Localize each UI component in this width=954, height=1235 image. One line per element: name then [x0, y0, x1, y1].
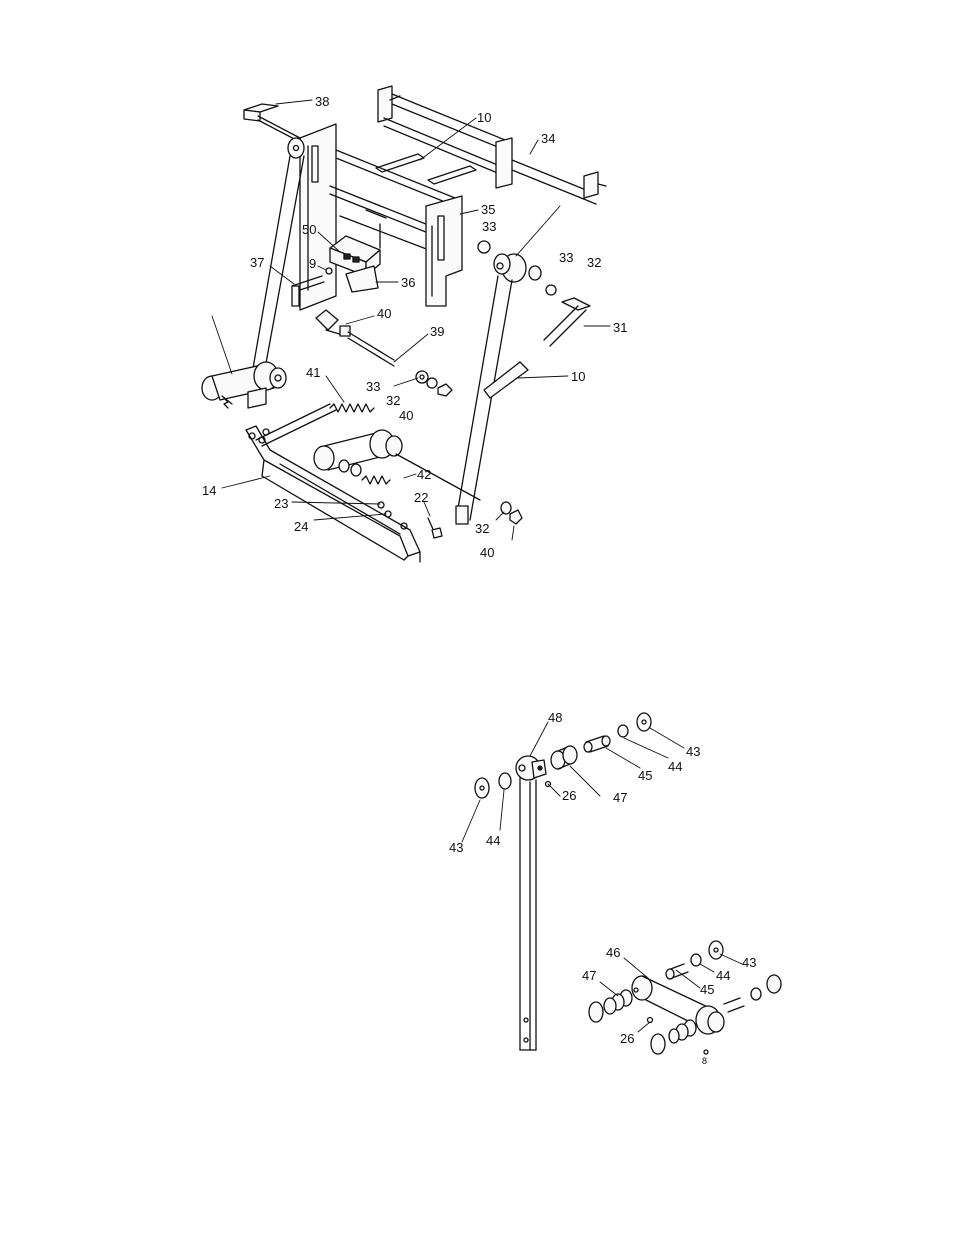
- label-26-crank: 26: [620, 1031, 634, 1046]
- part-39-rod: [348, 332, 394, 366]
- part-40-handle: [316, 310, 350, 336]
- upper-assembly: 38 10 34 35 33 50 37 9 36 33 32 40 31 39…: [202, 86, 627, 562]
- part-47-bushing-a: [551, 746, 577, 769]
- label-14: 14: [202, 483, 216, 498]
- label-10-right: 10: [571, 369, 585, 384]
- label-10-upper: 10: [477, 110, 491, 125]
- label-47-crank: 47: [582, 968, 596, 983]
- label-42: 42: [417, 467, 431, 482]
- part-43-washer-b: [475, 778, 489, 798]
- label-35: 35: [481, 202, 495, 217]
- part-33-washer-top: [478, 241, 490, 253]
- label-36: 36: [401, 275, 415, 290]
- part-40-nut-lower: [510, 510, 522, 524]
- label-34: 34: [541, 131, 555, 146]
- part-32-lockwasher-lower: [501, 502, 511, 514]
- part-8-screw: [704, 1050, 708, 1054]
- label-40-center: 40: [399, 408, 413, 423]
- label-43-arm-left: 43: [449, 840, 463, 855]
- label-46: 46: [606, 945, 620, 960]
- part-10-right-pad: [484, 362, 528, 398]
- label-41: 41: [306, 365, 320, 380]
- label-48: 48: [548, 710, 562, 725]
- label-8: 8: [702, 1056, 707, 1066]
- label-23: 23: [274, 496, 288, 511]
- label-24: 24: [294, 519, 308, 534]
- label-39: 39: [430, 324, 444, 339]
- label-44-arm-right: 44: [668, 759, 682, 774]
- right-arm-foot: [456, 506, 468, 524]
- part-33-washer-center: [416, 371, 428, 383]
- label-47-arm: 47: [613, 790, 627, 805]
- part-10-upper-pad-2: [428, 166, 476, 184]
- part-34-frame: [378, 86, 606, 204]
- part-41-spring: [330, 404, 374, 412]
- part-31-crank: [544, 298, 590, 346]
- crank-detail: 46 47 44 43 45 26 8: [582, 941, 781, 1066]
- label-33-top: 33: [482, 219, 496, 234]
- leader-lines-top: [222, 100, 610, 540]
- part-14-base-frame: [246, 404, 420, 562]
- part-48-arm: [516, 756, 546, 1050]
- part-23-screw: [378, 502, 384, 508]
- label-37: 37: [250, 255, 264, 270]
- part-32-lockwasher-center: [427, 378, 437, 388]
- part-43-washer-a: [637, 713, 651, 731]
- label-22: 22: [414, 490, 428, 505]
- label-33-center: 33: [366, 379, 380, 394]
- part-45-sleeve-a: [584, 736, 610, 752]
- crank-washer-left: [589, 1002, 603, 1022]
- label-50: 50: [302, 222, 316, 237]
- part-44-washer-b: [499, 773, 511, 789]
- part-33-washer-right: [529, 266, 541, 280]
- part-44-washer-a: [618, 725, 628, 737]
- part-22-bolt: [428, 518, 442, 538]
- label-31: 31: [613, 320, 627, 335]
- part-32-lockwasher-right: [546, 285, 556, 295]
- part-47-bushing-b: [604, 990, 632, 1014]
- label-44-crank: 44: [716, 968, 730, 983]
- label-40-lower: 40: [480, 545, 494, 560]
- part-40-nut-center: [438, 384, 452, 396]
- label-45-crank: 45: [700, 982, 714, 997]
- part-38-bracket: [244, 104, 300, 142]
- part-44-washer-c: [691, 954, 701, 966]
- label-44-arm-left: 44: [486, 833, 500, 848]
- label-38: 38: [315, 94, 329, 109]
- link-arm-detail: 48 43 44 45 47 26 43 44: [449, 710, 700, 1050]
- label-43-crank: 43: [742, 955, 756, 970]
- label-45-arm: 45: [638, 768, 652, 783]
- label-43-arm-right: 43: [686, 744, 700, 759]
- label-9: 9: [309, 256, 316, 271]
- label-32-lower: 32: [475, 521, 489, 536]
- label-33-right: 33: [559, 250, 573, 265]
- label-32-center: 32: [386, 393, 400, 408]
- part-35-side-plate: [426, 196, 462, 306]
- left-crank-assembly: [202, 316, 286, 408]
- part-43-washer-c: [709, 941, 723, 959]
- label-40-handle: 40: [377, 306, 391, 321]
- label-26-arm: 26: [562, 788, 576, 803]
- right-link-arm: [456, 206, 560, 520]
- label-32-right: 32: [587, 255, 601, 270]
